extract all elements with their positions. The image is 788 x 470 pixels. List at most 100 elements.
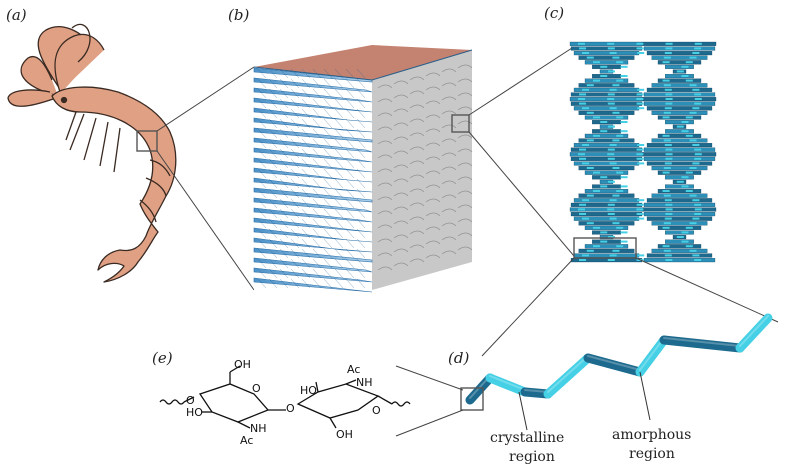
block-side-face	[372, 50, 472, 290]
stack-highlight	[692, 107, 700, 110]
lamella-sheet	[253, 247, 373, 263]
stack-layer	[584, 225, 629, 230]
lamella-fibre	[279, 268, 289, 279]
bouligand-arc	[441, 236, 457, 241]
lamella-fibre	[290, 278, 300, 289]
amorphous-segment	[635, 335, 669, 377]
lamella-sheet	[253, 97, 373, 113]
stack-highlight	[593, 61, 600, 64]
lamella-fibre	[356, 208, 366, 219]
lamella-fibre	[312, 218, 322, 229]
stack-highlight	[636, 153, 644, 156]
lamella-fibre	[268, 208, 278, 219]
lamella-fibre	[334, 198, 344, 209]
stack-layer	[643, 147, 716, 152]
stack-highlight	[663, 56, 671, 59]
lamella-fibre	[279, 88, 289, 99]
lamella-fibre	[301, 278, 311, 289]
zoom-box-shrimp	[136, 130, 158, 152]
stack-highlight	[579, 157, 587, 160]
lamella-sheet	[253, 137, 373, 153]
lamella-fibre	[345, 138, 355, 149]
stack-highlight	[593, 190, 600, 192]
lamella-fibre	[279, 208, 289, 219]
bouligand-arc	[377, 266, 393, 271]
crystalline-label-line1: crystalline	[490, 430, 564, 446]
lamella-fibre	[301, 178, 311, 189]
bouligand-arc	[377, 112, 393, 117]
stack-highlight	[694, 203, 702, 206]
stack-highlight	[685, 226, 693, 229]
stack-layer	[584, 189, 629, 194]
stack-layer	[651, 248, 708, 253]
bouligand-arc	[393, 94, 409, 99]
stack-highlight	[692, 144, 700, 146]
amorphous-segment	[543, 353, 593, 399]
bouligand-arc	[409, 146, 425, 151]
lamella-fibre	[279, 148, 289, 159]
lamella-fibre	[312, 98, 322, 109]
stack-highlight	[582, 254, 590, 257]
bouligand-arc	[457, 162, 473, 167]
stack-layer	[584, 115, 629, 120]
stack-layer	[578, 193, 635, 198]
bouligand-arc	[441, 138, 457, 143]
lamella-fibre	[356, 188, 366, 199]
lamella-fibre	[334, 128, 344, 139]
bouligand-arc	[377, 126, 393, 131]
stack-layer	[578, 248, 635, 253]
lamella-fibre	[356, 118, 366, 129]
bouligand-arc	[409, 90, 425, 95]
zoom-line-a-b-top	[156, 66, 255, 132]
stack-highlight	[616, 134, 624, 137]
stack-layer	[651, 193, 708, 198]
stack-highlight	[665, 157, 673, 160]
stack-highlight	[692, 162, 700, 165]
stack-highlight	[637, 254, 645, 257]
bouligand-arc	[425, 114, 441, 119]
stack-highlight	[692, 52, 700, 54]
lamella-sheet	[253, 147, 373, 163]
amorphous-label-line2: region	[629, 446, 675, 462]
segment-shine	[639, 337, 665, 371]
stack-highlight	[593, 245, 600, 248]
stack-layer	[643, 101, 716, 106]
lamella-fibre	[334, 148, 344, 159]
lamella-fibre	[257, 148, 267, 159]
lamella-fibre	[312, 168, 322, 179]
stack-layer	[578, 110, 635, 115]
stack-highlight	[662, 116, 670, 119]
stack-highlight	[616, 61, 624, 64]
shrimp-illustration	[7, 23, 177, 283]
stack-highlight	[620, 75, 628, 77]
lamella-fibre	[334, 88, 344, 99]
bouligand-arc	[377, 196, 393, 201]
stack-highlight	[665, 153, 673, 156]
lamella-fibre	[323, 268, 333, 279]
lamella-fibre	[268, 108, 278, 119]
lamella-sheet	[253, 127, 373, 143]
lamella-fibre	[290, 178, 300, 189]
lamella-fibre	[279, 248, 289, 259]
bouligand-arc	[409, 230, 425, 235]
lamella-fibre	[312, 198, 322, 209]
lamella-fibre	[290, 188, 300, 199]
lamella-fibre	[345, 68, 355, 79]
lamella-fibre	[334, 158, 344, 169]
lamella-sheet	[253, 227, 373, 243]
lamella-fibre	[323, 238, 333, 249]
bouligand-arc	[457, 78, 473, 83]
bouligand-arc	[409, 132, 425, 137]
lamella-fibre	[279, 158, 289, 169]
stack-highlight	[636, 42, 644, 45]
lamella-fibre	[334, 188, 344, 199]
stack-highlight	[694, 259, 702, 261]
lamella-fibre	[301, 198, 311, 209]
lamella-sheet	[253, 77, 373, 93]
zoom-box-fibril	[460, 387, 484, 411]
lamella-fibre	[334, 268, 344, 279]
bouligand-arc	[393, 262, 409, 267]
stack-highlight	[616, 79, 624, 82]
lamella-fibre	[323, 208, 333, 219]
stack-highlight	[637, 107, 645, 110]
